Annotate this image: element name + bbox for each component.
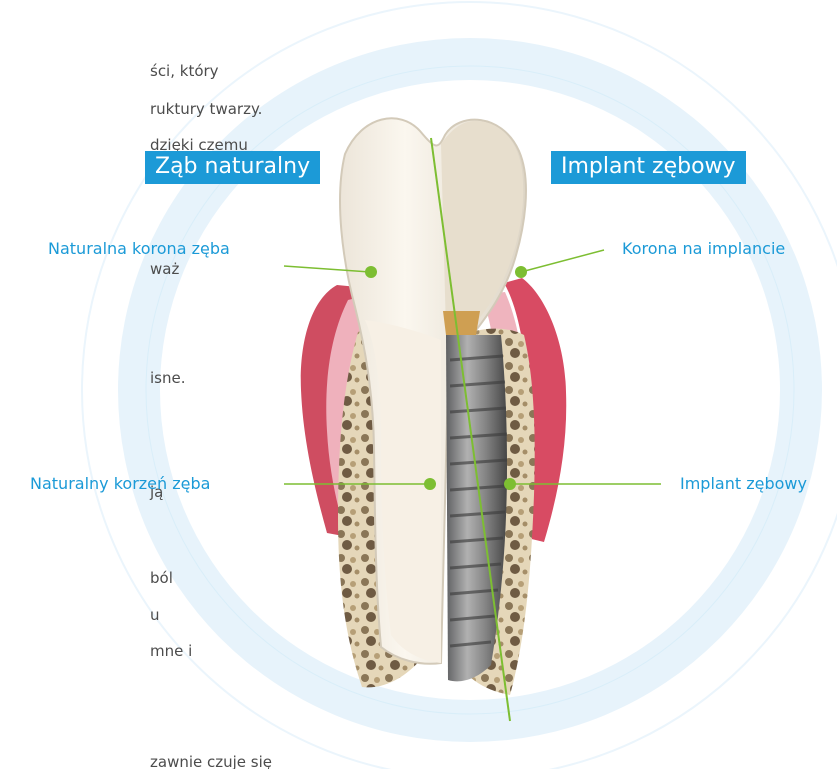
natural-root-dot <box>424 478 436 490</box>
natural-tooth-tag: Ząb naturalny <box>145 151 320 184</box>
implant-crown-leader <box>521 250 604 272</box>
implant-abutment <box>443 311 480 335</box>
natural-root-callout: Naturalny korzeń zęba <box>30 476 210 492</box>
implant-dot <box>504 478 516 490</box>
implant-tooth-tag: Implant zębowy <box>551 151 746 184</box>
natural-crown-callout: Naturalna korona zęba <box>48 241 230 257</box>
implant-crown-dot <box>515 266 527 278</box>
implant-crown-callout: Korona na implancie <box>622 241 785 257</box>
implant-callout: Implant zębowy <box>680 476 807 492</box>
natural-crown-dot <box>365 266 377 278</box>
